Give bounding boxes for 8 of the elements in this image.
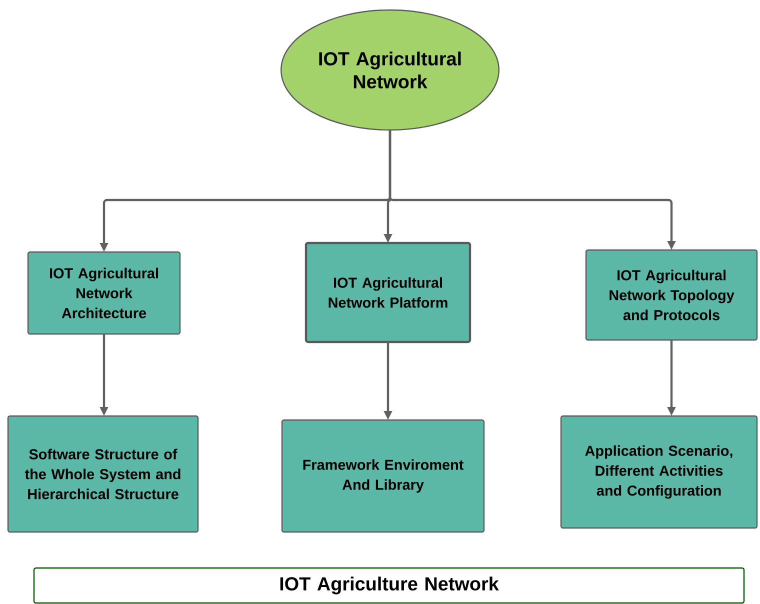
process-box: IOT Agricultural Network Topology and Protocols: [585, 249, 758, 341]
process-box: IOT Agricultural Network Platform: [304, 242, 472, 344]
process-box: IOT Agricultural Network Architecture: [27, 251, 181, 335]
process-box: Application Scenario, Different Activities and Configuration: [560, 415, 758, 529]
process-box: Framework Enviroment And Library: [281, 419, 485, 533]
ellipse-node: IOT Agricultural Network: [280, 9, 500, 131]
process-box: Software Structure of the Whole System and Hierarchical Structure: [7, 415, 199, 533]
process-box: IOT Agriculture Network: [33, 567, 745, 604]
